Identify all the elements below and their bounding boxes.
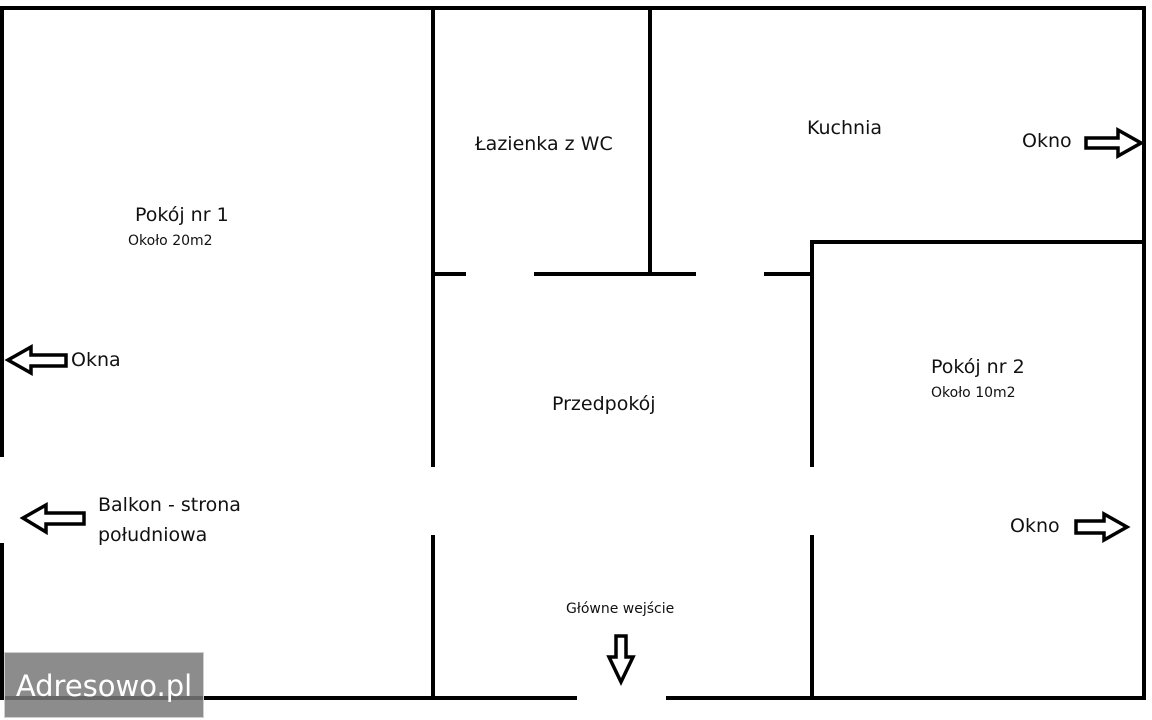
- arrow-right-icon: [1084, 127, 1145, 159]
- kitchen-name: Kuchnia: [807, 117, 883, 139]
- bathroom-name: Łazienka z WC: [475, 133, 613, 155]
- arrow-left-icon: [19, 502, 86, 536]
- watermark-logo: Adresowo.pl: [4, 652, 204, 718]
- balcony-label-line2: południowa: [98, 524, 208, 546]
- room1-name: Pokój nr 1: [135, 204, 229, 226]
- arrow-right-icon: [1074, 511, 1131, 543]
- arrow-left-icon: [4, 344, 68, 376]
- room2-area: Około 10m2: [931, 385, 1016, 401]
- room1-windows-label: Okna: [71, 349, 121, 371]
- room2-window-label: Okno: [1010, 515, 1060, 537]
- balcony-label-line1: Balkon - strona: [98, 494, 241, 516]
- arrow-down-icon: [606, 634, 636, 687]
- hallway-name: Przedpokój: [552, 393, 656, 415]
- main-entrance-label: Główne wejście: [566, 601, 675, 617]
- kitchen-window-label: Okno: [1022, 130, 1072, 152]
- room1-area: Około 20m2: [128, 233, 213, 249]
- room2-name: Pokój nr 2: [931, 356, 1025, 378]
